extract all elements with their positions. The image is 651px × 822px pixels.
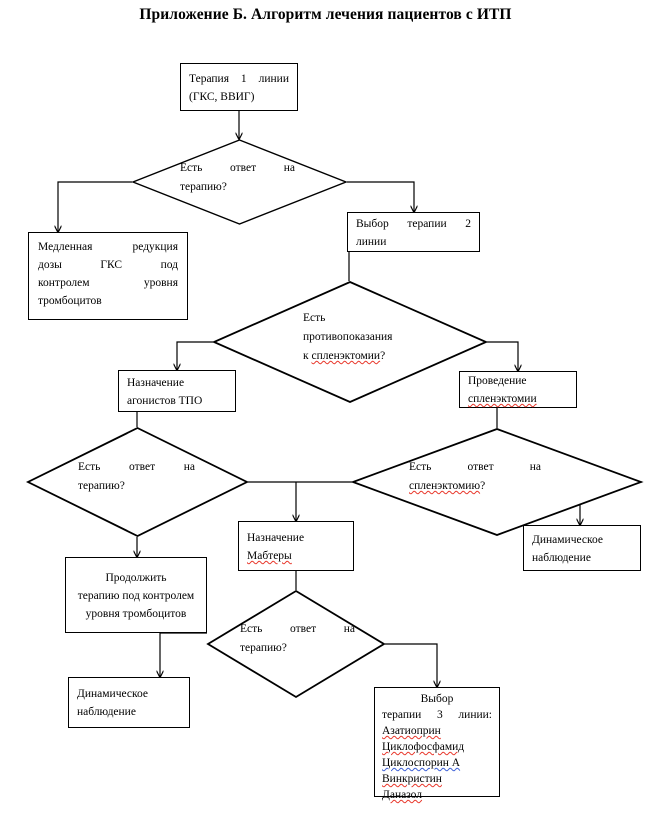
therapy-line3-drug-2: Циклофосфамид	[382, 739, 492, 755]
decision-response-1-text-2: терапию?	[180, 181, 227, 193]
mabthera-term: Мабтеры	[247, 550, 292, 562]
therapy-line1-text-2: (ГКС, ВВИГ)	[189, 91, 255, 103]
therapy-line3-drug-name: Винкристин	[382, 773, 442, 785]
dynamic-observation-bottom-text-2: наблюдение	[77, 706, 136, 718]
decision-response-splenectomy-suffix: ?	[480, 480, 486, 492]
slow-reduction-text-4: тромбоцитов	[38, 295, 102, 307]
splenectomy-text-2: спленэктомии	[468, 390, 568, 408]
node-therapy-line1: Терапия 1 линии (ГКС, ВВИГ)	[180, 63, 298, 111]
node-dynamic-observation-right: Динамическое наблюдение	[523, 525, 641, 571]
node-continue-therapy: Продолжить терапию под контролем уровня …	[65, 557, 207, 633]
therapy-line1-text-1: Терапия 1 линии	[189, 73, 289, 85]
therapy-line2-text-2: линии	[356, 235, 387, 248]
page-title: Приложение Б. Алгоритм лечения пациентов…	[139, 6, 512, 23]
slow-reduction-text-2: дозы ГКС под	[38, 259, 178, 271]
decision-contraindications-text-1: Есть	[303, 312, 326, 324]
mabthera-text-2: Мабтеры	[247, 547, 345, 565]
therapy-line3-drug-name: Азатиоприн	[382, 725, 441, 737]
node-tpo-agonists: Назначение агонистов ТПО	[118, 370, 236, 412]
therapy-line3-text-2: терапии 3 линии:	[382, 709, 492, 721]
node-decision-response-splenectomy: Есть ответ на спленэктомию?	[350, 428, 644, 536]
decision-response-splenectomy-term: спленэктомию	[409, 480, 481, 492]
tpo-agonists-text-2: агонистов ТПО	[127, 394, 203, 407]
slow-reduction-text-1: Медленная редукция	[38, 241, 178, 253]
node-slow-reduction: Медленная редукция дозы ГКС под контроле…	[28, 232, 188, 320]
decision-response-3-text-1: Есть ответ на	[240, 623, 355, 635]
contraindications-suffix: ?	[380, 350, 386, 362]
decision-contraindications-text-2: противопоказания	[303, 331, 393, 343]
therapy-line3-drug-name: Даназол	[382, 789, 423, 801]
continue-therapy-text-3: уровня тромбоцитов	[85, 608, 187, 620]
dynamic-observation-right-text-2: наблюдение	[532, 551, 591, 564]
therapy-line3-drug-4: Винкристин	[382, 771, 492, 787]
therapy-line3-drug-5: Даназол	[382, 787, 492, 803]
therapy-line3-drug-name: Циклоспорин А	[382, 757, 461, 769]
decision-response-splenectomy-text-1: Есть ответ на	[409, 461, 541, 473]
therapy-line3-drug-3: Циклоспорин А	[382, 755, 492, 771]
node-decision-response-2: Есть ответ на терапию?	[25, 426, 250, 538]
dynamic-observation-bottom-text-1: Динамическое	[77, 688, 148, 700]
decision-contraindications-text-3: к спленэктомии?	[303, 347, 449, 366]
mabthera-text-1: Назначение	[247, 532, 305, 544]
node-decision-response-1: Есть ответ на терапию?	[131, 139, 348, 225]
node-mabthera: Назначение Мабтеры	[238, 521, 354, 571]
slow-reduction-text-3: контролем уровня	[38, 277, 178, 289]
therapy-line3-text-1: Выбор	[420, 693, 454, 705]
node-splenectomy: Проведение спленэктомии	[459, 371, 577, 408]
node-therapy-line2: Выбор терапии 2 линии	[347, 212, 480, 252]
therapy-line2-text-1: Выбор терапии 2	[356, 217, 471, 230]
splenectomy-term: спленэктомии	[468, 393, 537, 405]
node-decision-response-3: Есть ответ на терапию?	[206, 589, 386, 699]
decision-response-3-text-2: терапию?	[240, 642, 287, 654]
tpo-agonists-text-1: Назначение	[127, 376, 185, 389]
decision-response-splenectomy-text-2: спленэктомию?	[409, 477, 541, 496]
therapy-line3-drug-1: Азатиоприн	[382, 723, 492, 739]
continue-therapy-text-1: Продолжить	[105, 572, 167, 584]
splenectomy-text-1: Проведение	[468, 375, 527, 387]
continue-therapy-text-2: терапию под контролем	[77, 590, 195, 602]
dynamic-observation-right-text-1: Динамическое	[532, 533, 603, 546]
decision-response-1-text-1: Есть ответ на	[180, 162, 295, 174]
contraindications-prefix: к	[303, 350, 312, 362]
therapy-line3-drug-name: Циклофосфамид	[382, 741, 465, 753]
decision-response-2-text-2: терапию?	[78, 480, 125, 492]
node-dynamic-observation-bottom: Динамическое наблюдение	[68, 677, 190, 728]
decision-response-2-text-1: Есть ответ на	[78, 461, 195, 473]
node-decision-contraindications: Есть противопоказания к спленэктомии?	[211, 281, 489, 403]
contraindications-term: спленэктомии	[311, 350, 381, 362]
